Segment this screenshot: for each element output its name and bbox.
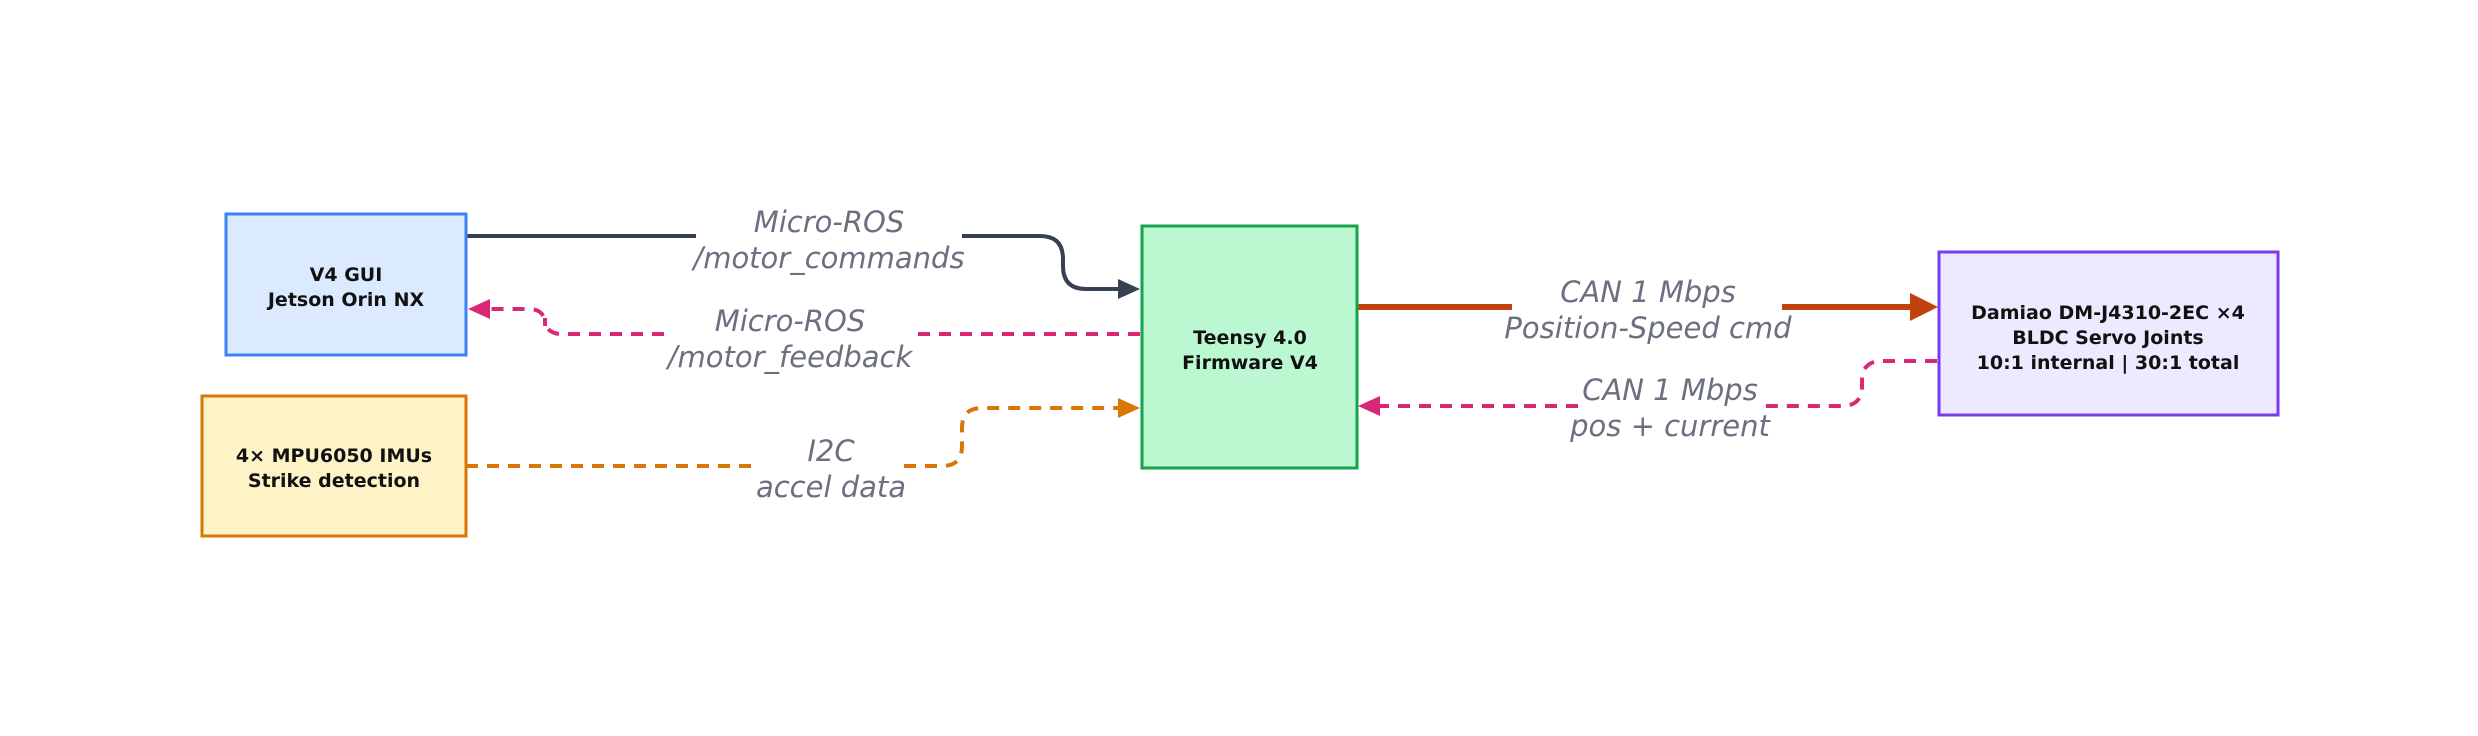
node-damiao-line1: Damiao DM-J4310-2EC ×4 xyxy=(1971,302,2245,324)
edge-can-cmd-arrowhead xyxy=(1910,293,1938,321)
edge-label-i2c-line2: accel data xyxy=(756,470,906,504)
edge-motor-commands-arrowhead xyxy=(1118,279,1140,299)
node-imus-line2: Strike detection xyxy=(248,470,420,492)
edge-motor-commands xyxy=(466,234,1140,299)
node-imus: 4× MPU6050 IMUs Strike detection xyxy=(200,394,468,538)
edge-label-motor-commands: Micro-ROS /motor_commands xyxy=(690,205,964,275)
edge-label-motor-commands-line2: /motor_commands xyxy=(690,241,964,275)
node-teensy-line1: Teensy 4.0 xyxy=(1193,327,1307,349)
edge-label-motor-feedback: Micro-ROS /motor_feedback xyxy=(665,304,914,374)
edge-can-feedback-arrowhead xyxy=(1358,396,1380,416)
node-damiao: Damiao DM-J4310-2EC ×4 BLDC Servo Joints… xyxy=(1937,250,2280,417)
node-damiao-line3: 10:1 internal | 30:1 total xyxy=(1977,352,2240,374)
edge-can-feedback xyxy=(1358,359,1937,416)
node-imus-box xyxy=(200,394,468,538)
edge-i2c-arrowhead xyxy=(1118,398,1140,418)
edge-label-i2c: I2C accel data xyxy=(756,434,906,504)
node-damiao-line2: BLDC Servo Joints xyxy=(2012,327,2203,349)
edge-label-can-cmd: CAN 1 Mbps Position-Speed cmd xyxy=(1504,275,1792,345)
node-teensy-box xyxy=(1140,224,1359,470)
edge-motor-feedback-arrowhead xyxy=(468,299,490,319)
node-damiao-box xyxy=(1937,250,2280,417)
edge-i2c xyxy=(466,398,1140,468)
edge-label-motor-feedback-line2: /motor_feedback xyxy=(665,340,914,374)
node-v4-gui-box xyxy=(224,212,468,357)
edge-motor-commands-line-b xyxy=(962,234,1118,291)
node-imus-line1: 4× MPU6050 IMUs xyxy=(236,445,432,467)
edge-motor-feedback-line-b xyxy=(490,307,664,336)
node-v4-gui-line1: V4 GUI xyxy=(310,264,383,286)
edge-label-can-cmd-line1: CAN 1 Mbps xyxy=(1560,275,1736,309)
node-teensy: Teensy 4.0 Firmware V4 xyxy=(1140,224,1359,470)
edge-label-motor-feedback-line1: Micro-ROS xyxy=(715,304,866,338)
edge-motor-feedback xyxy=(468,299,1140,336)
edge-can-feedback-line xyxy=(1762,359,1937,408)
node-v4-gui: V4 GUI Jetson Orin NX xyxy=(224,212,468,357)
edge-can-cmd xyxy=(1357,293,1938,321)
node-teensy-line2: Firmware V4 xyxy=(1182,352,1318,374)
edge-label-can-feedback-line1: CAN 1 Mbps xyxy=(1582,373,1758,407)
node-v4-gui-line2: Jetson Orin NX xyxy=(266,289,425,311)
edge-label-can-feedback: CAN 1 Mbps pos + current xyxy=(1569,373,1771,443)
edge-label-can-cmd-line2: Position-Speed cmd xyxy=(1504,311,1792,345)
edge-label-motor-commands-line1: Micro-ROS xyxy=(754,205,905,239)
edge-label-i2c-line1: I2C xyxy=(807,434,855,468)
edge-label-can-feedback-line2: pos + current xyxy=(1569,409,1771,443)
edge-i2c-line-b xyxy=(904,406,1118,468)
